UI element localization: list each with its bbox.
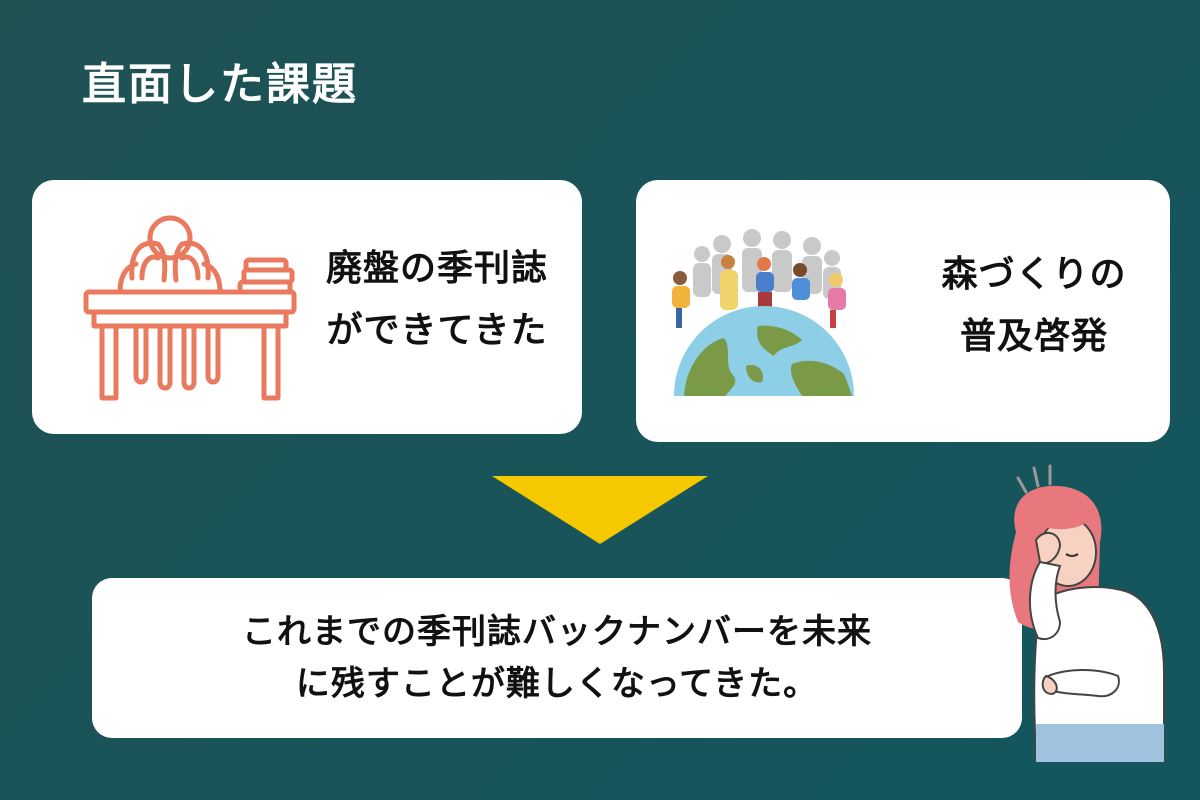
- conclusion-card: これまでの季刊誌バックナンバーを未来 に残すことが難しくなってきた。: [92, 578, 1022, 738]
- issue-card-text: 森づくりの 普及啓発: [906, 244, 1162, 368]
- page-title: 直面した課題: [82, 59, 358, 110]
- frustrated-person-at-desk-icon: [83, 215, 297, 401]
- card-line: ができてきた: [326, 310, 548, 351]
- conclusion-line: に残すことが難しくなってきた。: [295, 664, 819, 704]
- issue-card-discontinued: 廃盤の季刊誌 ができてきた: [32, 180, 582, 434]
- card-line: 森づくりの: [941, 254, 1127, 295]
- card-line: 廃盤の季刊誌: [325, 248, 548, 289]
- down-arrow-icon: [492, 476, 708, 544]
- issue-card-text: 廃盤の季刊誌 ができてきた: [294, 238, 580, 362]
- issue-card-outreach: 森づくりの 普及啓発: [636, 180, 1170, 442]
- people-on-globe-illustration: [672, 229, 854, 396]
- troubled-woman-illustration: [1009, 464, 1165, 762]
- conclusion-text: これまでの季刊誌バックナンバーを未来 に残すことが難しくなってきた。: [92, 606, 1022, 710]
- card-line: 普及啓発: [959, 316, 1108, 357]
- conclusion-line: これまでの季刊誌バックナンバーを未来: [242, 612, 872, 652]
